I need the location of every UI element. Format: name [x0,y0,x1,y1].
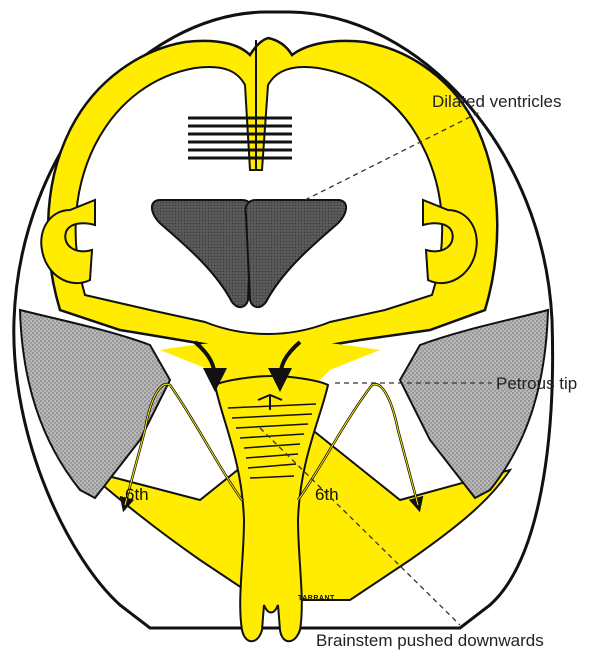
label-petrous-tip: Petrous tip [496,374,577,393]
label-dilated-ventricles: Dilated ventricles [432,92,561,111]
artist-signature: TARRANT [298,595,335,602]
nerve-label-left: 6th [125,485,149,504]
label-brainstem: Brainstem pushed downwards [316,631,544,650]
